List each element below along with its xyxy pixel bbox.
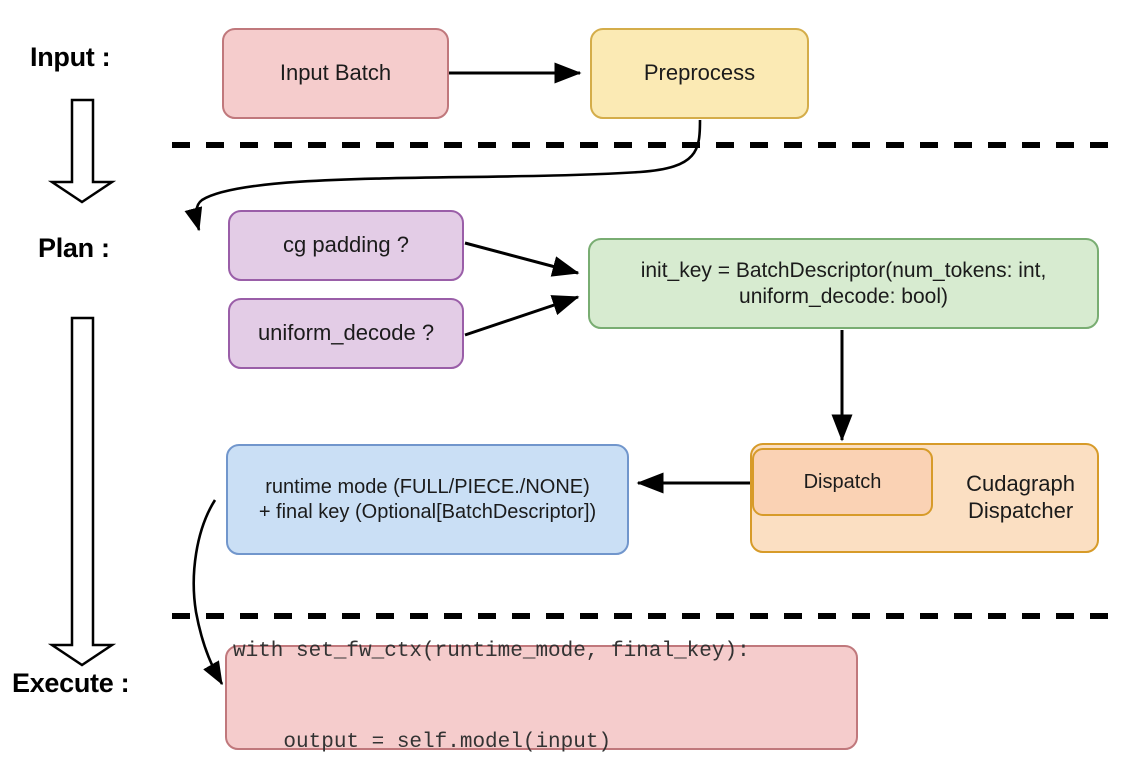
node-input-batch-label: Input Batch: [279, 60, 392, 86]
node-input-batch[interactable]: Input Batch: [222, 28, 449, 119]
node-init-key-text: init_key = BatchDescriptor(num_tokens: i…: [590, 258, 1097, 309]
node-cudagraph-dispatcher-text: Cudagraph Dispatcher: [958, 471, 1097, 525]
node-runtime-mode[interactable]: runtime mode (FULL/PIECE./NONE) + final …: [226, 444, 629, 555]
node-uniform-decode[interactable]: uniform_decode ?: [228, 298, 464, 369]
node-runtime-mode-text: runtime mode (FULL/PIECE./NONE) + final …: [228, 475, 627, 524]
edge-uniform-decode-to-init-key: [464, 295, 580, 337]
node-uniform-decode-label: uniform_decode ?: [257, 320, 435, 346]
node-cudagraph-dispatcher-line1: Cudagraph: [966, 471, 1075, 497]
edge-runtime-mode-to-code: [192, 499, 224, 686]
node-init-key-line1: init_key = BatchDescriptor(num_tokens: i…: [640, 258, 1047, 282]
node-init-key[interactable]: init_key = BatchDescriptor(num_tokens: i…: [588, 238, 1099, 329]
edge-cg-padding-to-init-key: [464, 241, 580, 277]
node-preprocess-label: Preprocess: [643, 60, 756, 86]
node-code-block-text: with set_fw_ctx(runtime_mode, final_key)…: [227, 576, 750, 770]
node-cg-padding-label: cg padding ?: [283, 232, 409, 258]
input-to-plan-arrow: [47, 98, 117, 204]
stage-label-execute: Execute :: [12, 668, 130, 698]
node-code-block-line2: output = self.model(input): [233, 730, 612, 754]
node-runtime-mode-line2: + final key (Optional[BatchDescriptor]): [258, 500, 597, 523]
node-init-key-line2: uniform_decode: bool): [739, 284, 948, 308]
stage-label-plan: Plan :: [38, 233, 110, 263]
node-cg-padding[interactable]: cg padding ?: [228, 210, 464, 281]
node-cudagraph-dispatcher-line2: Dispatcher: [967, 498, 1074, 523]
node-dispatch[interactable]: Dispatch: [752, 448, 933, 516]
stage-label-input: Input :: [30, 42, 111, 72]
node-preprocess[interactable]: Preprocess: [590, 28, 809, 119]
node-code-block-line1: with set_fw_ctx(runtime_mode, final_key)…: [233, 639, 750, 663]
node-dispatch-label: Dispatch: [803, 470, 882, 493]
node-runtime-mode-line1: runtime mode (FULL/PIECE./NONE): [265, 476, 590, 499]
plan-to-execute-arrow: [47, 316, 117, 667]
node-code-block[interactable]: with set_fw_ctx(runtime_mode, final_key)…: [225, 640, 858, 754]
